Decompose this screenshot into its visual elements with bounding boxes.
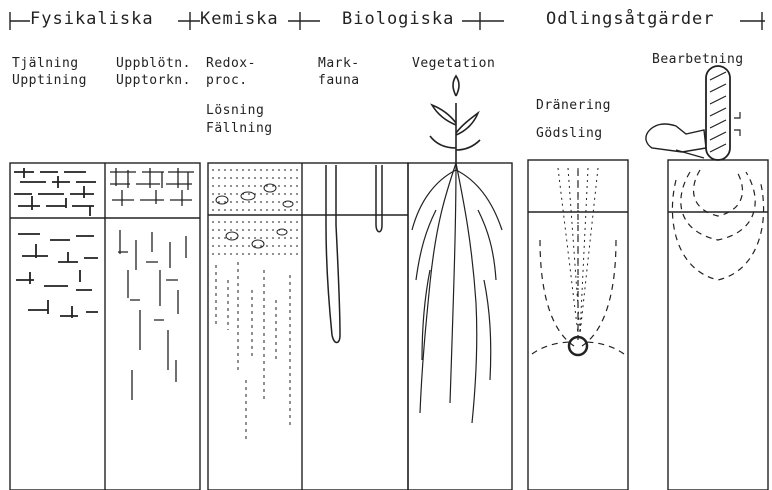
label-drain-2: Gödsling	[536, 126, 603, 143]
category-chemical: Kemiska	[200, 8, 279, 30]
label-redox-2: proc.	[206, 73, 248, 90]
plant	[430, 76, 480, 163]
label-wet-1: Uppblötn.	[116, 56, 191, 73]
label-drain-1: Dränering	[536, 98, 611, 115]
label-frost-2: Upptining	[12, 73, 87, 90]
label-frost-1: Tjälning	[12, 56, 79, 73]
drying-cracks	[110, 168, 194, 400]
label-wet-2: Upptorkn.	[116, 73, 191, 90]
category-cultivation: Odlingsåtgärder	[546, 8, 715, 30]
label-vegetation: Vegetation	[412, 56, 495, 73]
water-flow-lines	[532, 170, 624, 354]
panel-vegetation	[408, 76, 512, 490]
earthworm-burrows	[326, 165, 382, 343]
label-redox-1: Redox-	[206, 56, 256, 73]
category-biological: Biologiska	[342, 8, 454, 30]
label-dissolve-1: Lösning	[206, 103, 264, 120]
compaction-lines	[672, 170, 763, 280]
panel-chemical-fauna	[208, 163, 408, 490]
panel-drainage	[528, 160, 628, 490]
label-dissolve-2: Fällning	[206, 121, 273, 138]
label-tillage: Bearbetning	[652, 52, 744, 69]
category-physical: Fysikaliska	[30, 8, 154, 30]
wheel-tread	[710, 72, 726, 152]
label-fauna-1: Mark-	[318, 56, 360, 73]
frost-cracks	[14, 168, 98, 318]
redox-stipple	[212, 170, 298, 254]
root-system	[412, 163, 502, 423]
tractor-wheel	[706, 66, 730, 160]
leaching-lines	[216, 262, 290, 440]
implement-body	[646, 124, 706, 152]
panel-physical	[10, 163, 200, 490]
wheel-axle-marks	[734, 112, 740, 136]
label-fauna-2: fauna	[318, 73, 360, 90]
panel-tillage	[646, 66, 768, 490]
